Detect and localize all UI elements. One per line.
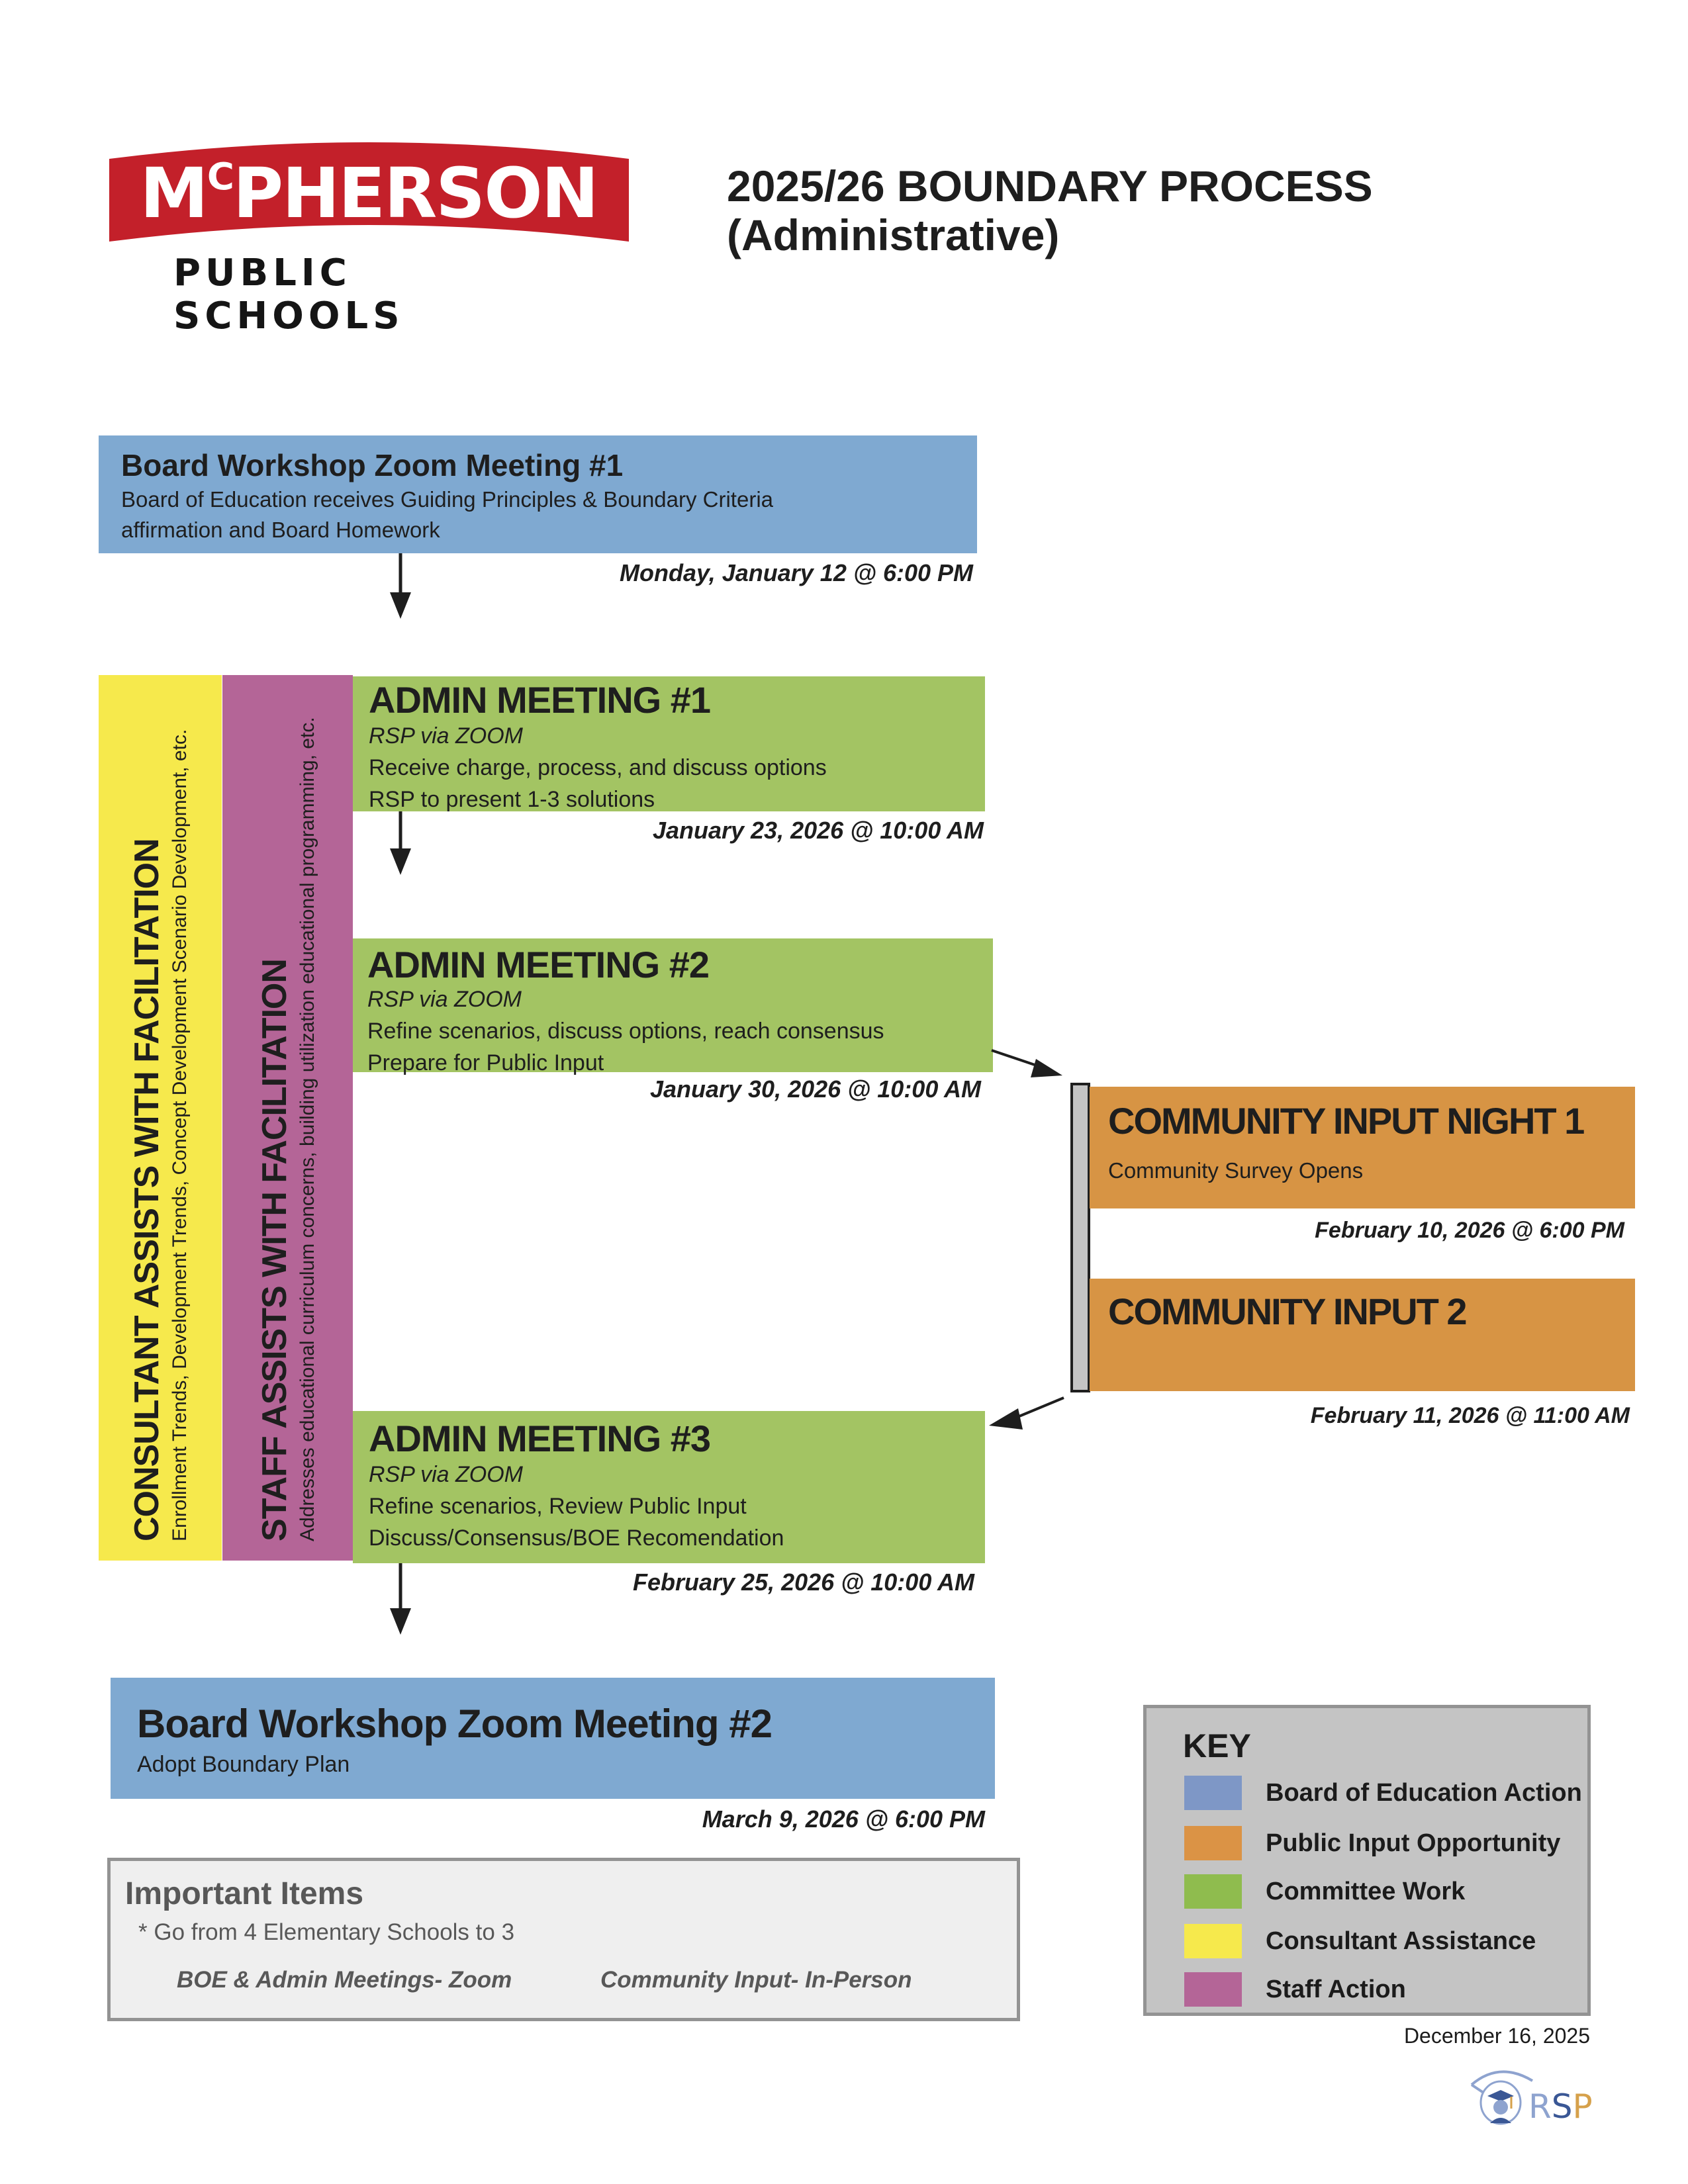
rsp-s: S [1552,2087,1573,2126]
rsp-logo: RSP [1470,2070,1593,2126]
step-date: February 11, 2026 @ 11:00 AM [1310,1403,1630,1428]
step-admin-meeting-3: ADMIN MEETING #3 RSP via ZOOM Refine sce… [353,1411,985,1563]
svg-text:RSP: RSP [1528,2087,1593,2126]
step-line: Prepare for Public Input [367,1050,604,1075]
staff-bar-subtitle: Addresses educational curriculum concern… [296,717,318,1541]
step-line: affirmation and Board Homework [121,518,440,542]
arrow-admin3-to-board2 [390,1563,411,1635]
mcpherson-logo: MCPHERSON [109,142,629,242]
staff-bar-title: STAFF ASSISTS WITH FACILITATION [255,959,294,1541]
arrow-admin2-to-community1 [991,1049,1062,1077]
step-admin-meeting-1: ADMIN MEETING #1 RSP via ZOOM Receive ch… [353,676,985,812]
logo-subtitle: PUBLIC SCHOOLS [173,251,404,338]
step-via: RSP via ZOOM [367,987,522,1012]
legend-swatch-staff [1184,1972,1242,2007]
logo-name: MCPHERSON [140,153,597,234]
step-board-workshop-1: Board Workshop Zoom Meeting #1 Board of … [99,435,977,553]
consultant-bar: CONSULTANT ASSISTS WITH FACILITATION Enr… [99,675,222,1561]
step-title: COMMUNITY INPUT 2 [1108,1291,1468,1332]
arrow-board1-to-admin1 [390,553,411,619]
important-note-left: BOE & Admin Meetings- Zoom [177,1967,512,1993]
step-community-input-2: COMMUNITY INPUT 2 [1090,1279,1635,1391]
step-date: February 25, 2026 @ 10:00 AM [632,1569,974,1596]
logo-red-banner [109,142,629,242]
important-items-panel: Important Items * Go from 4 Elementary S… [107,1858,1020,2021]
step-board-workshop-2: Board Workshop Zoom Meeting #2 Adopt Bou… [111,1678,995,1799]
legend-label: Consultant Assistance [1266,1927,1536,1955]
step-date: February 10, 2026 @ 6:00 PM [1315,1218,1624,1243]
step-via: RSP via ZOOM [369,723,523,749]
step-admin-meeting-2: ADMIN MEETING #2 RSP via ZOOM Refine sce… [353,938,993,1075]
step-line: Refine scenarios, discuss options, reach… [367,1019,884,1044]
step-subtitle: Community Survey Opens [1108,1158,1364,1183]
legend-title: KEY [1183,1727,1251,1764]
step-community-input-1: COMMUNITY INPUT NIGHT 1 Community Survey… [1090,1087,1635,1208]
consultant-bar-subtitle: Enrollment Trends, Development Trends, C… [169,729,191,1541]
step-title: Board Workshop Zoom Meeting #1 [121,448,624,482]
step-title: ADMIN MEETING #3 [369,1418,711,1459]
step-date: Monday, January 12 @ 6:00 PM [620,559,973,586]
legend-swatch-consultant [1184,1924,1242,1958]
legend-label: Staff Action [1266,1976,1406,2003]
step-line: Board of Education receives Guiding Prin… [121,487,774,512]
page-title: 2025/26 BOUNDARY PROCESS [727,161,1373,210]
step-line: Refine scenarios, Review Public Input [369,1494,747,1519]
rsp-r: R [1528,2087,1552,2126]
consultant-bar-title: CONSULTANT ASSISTS WITH FACILITATION [128,839,166,1541]
arrow-community2-to-admin3 [989,1396,1064,1430]
legend-swatch-committee [1184,1874,1242,1909]
step-via: RSP via ZOOM [369,1462,523,1487]
document-date: December 16, 2025 [1403,2024,1590,2048]
community-connector-bar [1070,1083,1090,1392]
step-title: ADMIN MEETING #2 [367,944,710,985]
step-line: Receive charge, process, and discuss opt… [369,755,827,780]
legend-swatch-board [1184,1776,1242,1810]
important-note-right: Community Input- In-Person [600,1967,912,1993]
important-items-title: Important Items [125,1876,364,1911]
step-line: Discuss/Consensus/BOE Recomendation [369,1525,784,1551]
legend-label: Board of Education Action [1266,1779,1582,1807]
step-date: March 9, 2026 @ 6:00 PM [702,1805,985,1833]
legend-label: Committee Work [1266,1878,1466,1905]
step-title: ADMIN MEETING #1 [369,679,711,721]
legend-label: Public Input Opportunity [1266,1829,1561,1857]
important-item: * Go from 4 Elementary Schools to 3 [138,1919,515,1945]
page-subtitle: (Administrative) [727,210,1060,259]
step-date: January 30, 2026 @ 10:00 AM [649,1075,981,1103]
legend-swatch-public [1184,1826,1242,1860]
graduate-eye-icon [1470,2070,1534,2125]
staff-bar: STAFF ASSISTS WITH FACILITATION Addresse… [222,675,353,1561]
step-subtitle: Adopt Boundary Plan [137,1752,350,1777]
arrow-admin1-to-admin2 [390,811,411,875]
step-date: January 23, 2026 @ 10:00 AM [652,817,984,844]
step-title: COMMUNITY INPUT NIGHT 1 [1108,1100,1585,1142]
step-line: RSP to present 1-3 solutions [369,787,655,812]
legend-key: KEY Board of Education Action Public Inp… [1143,1705,1591,2016]
rsp-p: P [1573,2087,1593,2126]
step-title: Board Workshop Zoom Meeting #2 [137,1702,773,1746]
